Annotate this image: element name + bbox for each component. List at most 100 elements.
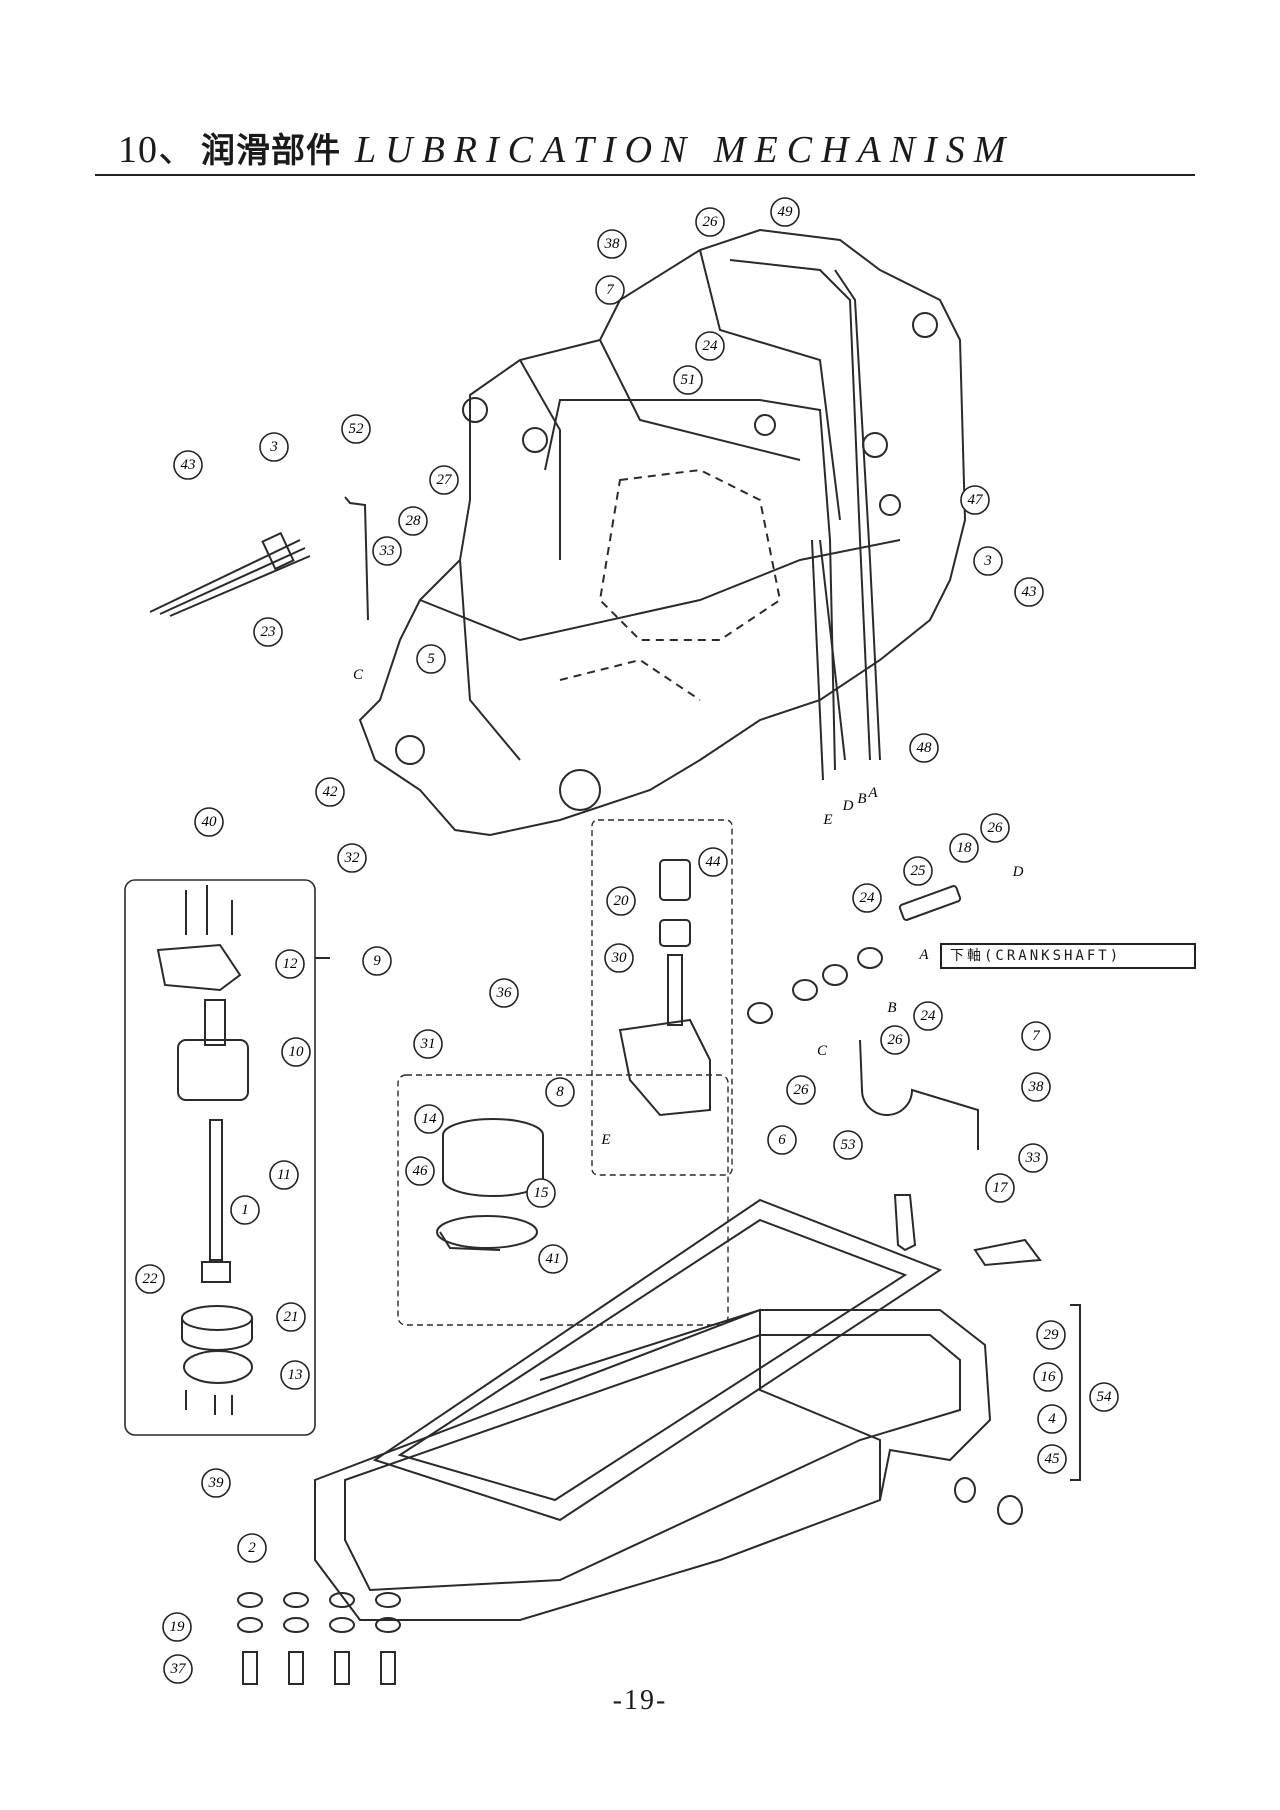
callout-26: 26 (695, 207, 725, 237)
callout-number: 51 (681, 372, 696, 388)
pipe-letter-d: D (842, 798, 854, 814)
callout-circle (337, 843, 367, 873)
callout-circle (1033, 1362, 1063, 1392)
callout-layer: 1233456778910111213141516171819202122232… (135, 197, 1119, 1684)
callout-number: 24 (703, 338, 719, 354)
callout-number: 28 (406, 513, 422, 529)
callout-49: 49 (770, 197, 800, 227)
callout-number: 25 (911, 863, 927, 879)
callout-27: 27 (429, 465, 459, 495)
callout-number: 2 (248, 1540, 256, 1556)
pipe-letter-a: A (867, 785, 878, 801)
callout-circle (913, 1001, 943, 1031)
callout-circle (985, 1173, 1015, 1203)
callout-number: 31 (420, 1036, 436, 1052)
pump-group-frame (124, 879, 316, 1436)
callout-7-2: 7 (1021, 1021, 1051, 1051)
callout-24-3: 24 (913, 1001, 943, 1031)
tube-bundle-23 (149, 539, 311, 617)
callout-number: 32 (344, 850, 361, 866)
callout-42: 42 (315, 777, 345, 807)
callout-circle (315, 777, 345, 807)
callout-number: 38 (1028, 1079, 1045, 1095)
pipe-letter-c: C (353, 667, 364, 683)
callout-circle (833, 1130, 863, 1160)
callout-circle (673, 365, 703, 395)
callout-number: 23 (261, 624, 276, 640)
callout-number: 7 (1032, 1028, 1041, 1044)
callout-circle (253, 617, 283, 647)
callout-circle (1014, 577, 1044, 607)
callout-number: 5 (427, 651, 435, 667)
callout-21: 21 (276, 1302, 306, 1332)
callout-circle (526, 1178, 556, 1208)
callout-25: 25 (903, 856, 933, 886)
callout-46: 46 (405, 1156, 435, 1186)
callout-circle (280, 1360, 310, 1390)
callout-circle (413, 1029, 443, 1059)
callout-5: 5 (416, 644, 446, 674)
callout-number: 24 (860, 890, 876, 906)
callout-7: 7 (595, 275, 625, 305)
callout-number: 26 (703, 214, 719, 230)
callout-circle (538, 1244, 568, 1274)
callout-circle (949, 833, 979, 863)
callout-3: 3 (259, 432, 289, 462)
callout-29: 29 (1036, 1320, 1066, 1350)
callout-number: 16 (1041, 1369, 1057, 1385)
callout-circle (852, 883, 882, 913)
callout-number: 48 (917, 740, 933, 756)
callout-circle (903, 856, 933, 886)
callout-8: 8 (545, 1077, 575, 1107)
callout-number: 33 (1025, 1150, 1041, 1166)
callout-circle (281, 1037, 311, 1067)
callout-number: 6 (778, 1132, 786, 1148)
callout-16: 16 (1033, 1362, 1063, 1392)
pump-gear-21 (181, 1305, 253, 1331)
callout-number: 13 (288, 1367, 303, 1383)
callout-number: 39 (208, 1475, 225, 1491)
callout-number: 22 (143, 1271, 159, 1287)
callout-number: 1 (241, 1202, 249, 1218)
bracket-54 (1070, 1304, 1081, 1481)
pump-bracket (618, 1018, 711, 1117)
title-rule (95, 174, 1195, 176)
callout-circle (1018, 1143, 1048, 1173)
callout-53: 53 (833, 1130, 863, 1160)
callout-number: 52 (349, 421, 365, 437)
callout-circle (1036, 1320, 1066, 1350)
callout-number: 29 (1044, 1327, 1060, 1343)
pipe-letter-e-2: E (600, 1132, 610, 1148)
crankshaft-label: 下軸(CRANKSHAFT) (940, 943, 1196, 969)
callout-circle (194, 807, 224, 837)
callout-circle (416, 644, 446, 674)
oil-tube-49 (729, 259, 871, 761)
callout-circle (372, 536, 402, 566)
pipe-letter-b: B (857, 791, 866, 807)
section-title-chinese: 润滑部件 (201, 131, 342, 171)
callout-number: 4 (1048, 1411, 1056, 1427)
callout-37: 37 (163, 1654, 193, 1684)
callout-33: 33 (372, 536, 402, 566)
callout-43-2: 43 (1014, 577, 1044, 607)
callout-43: 43 (173, 450, 203, 480)
filter-group-frame (397, 1074, 729, 1326)
callout-circle (173, 450, 203, 480)
pump-gear-22 (201, 1261, 231, 1283)
callout-number: 44 (706, 854, 722, 870)
callout-number: 3 (983, 553, 992, 569)
callout-24: 24 (695, 331, 725, 361)
washer-4 (954, 1477, 976, 1503)
callout-number: 9 (373, 953, 381, 969)
callout-number: 27 (437, 472, 454, 488)
callout-circle (276, 1302, 306, 1332)
callout-circle (606, 886, 636, 916)
callout-circle (695, 331, 725, 361)
callout-circle (595, 275, 625, 305)
callout-number: 41 (546, 1251, 561, 1267)
callout-number: 43 (1022, 584, 1037, 600)
callout-26-4: 26 (880, 1025, 910, 1055)
callout-circle (163, 1654, 193, 1684)
callout-number: 10 (289, 1044, 305, 1060)
callout-1: 1 (230, 1195, 260, 1225)
